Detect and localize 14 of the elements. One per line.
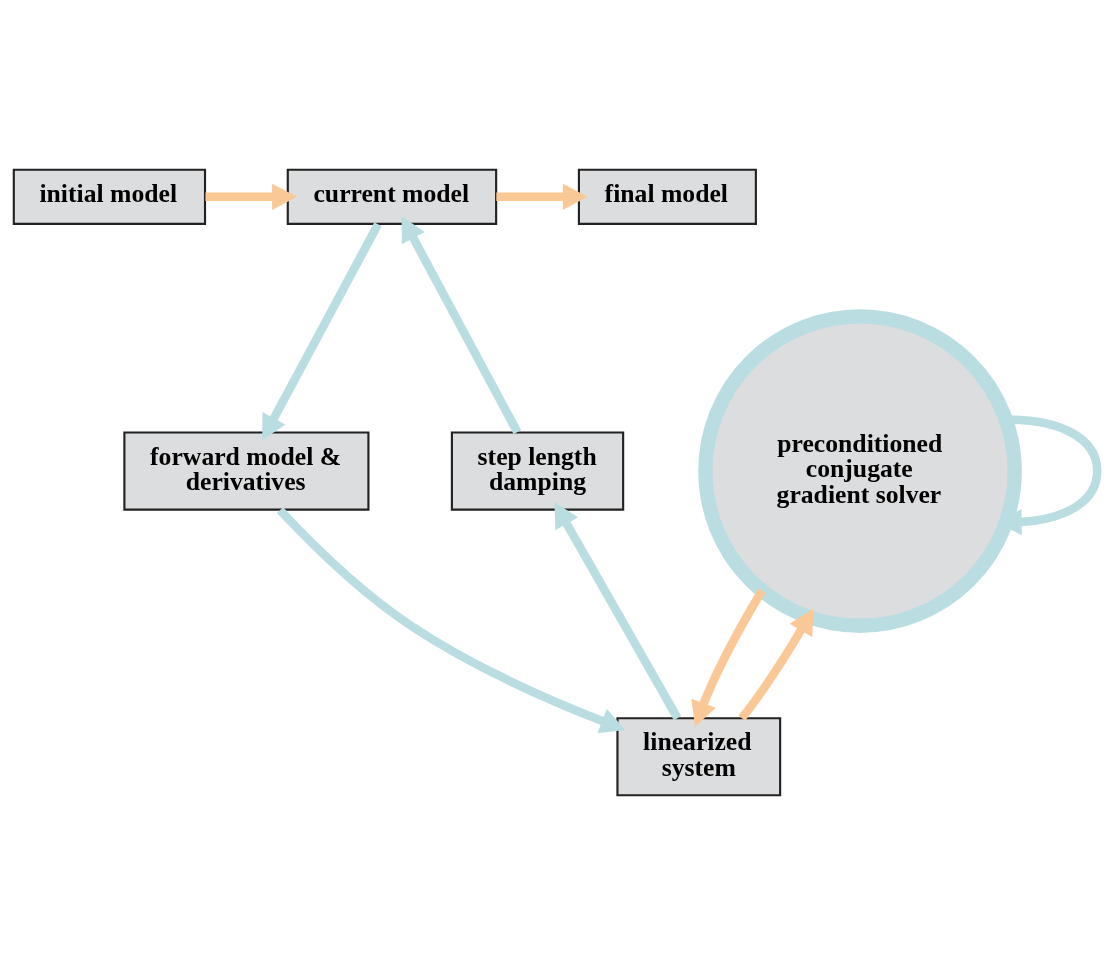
arrow — [738, 608, 814, 721]
node-box: forward model & derivatives — [123, 431, 370, 511]
arrow — [691, 588, 766, 727]
arrow — [496, 183, 588, 210]
arrow — [262, 222, 382, 441]
node-box: linearized system — [616, 717, 782, 797]
node-box: final model — [577, 168, 757, 225]
arrow — [996, 415, 1102, 536]
arrow — [276, 507, 626, 734]
arrow — [401, 216, 522, 435]
node-box: current model — [286, 168, 498, 225]
node-box: step length damping — [450, 431, 625, 511]
arrow — [205, 183, 297, 210]
node-box: initial model — [12, 168, 207, 225]
